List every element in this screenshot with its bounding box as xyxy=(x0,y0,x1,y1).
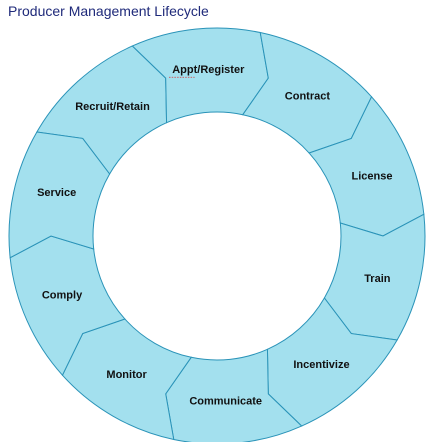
stage-label: Service xyxy=(37,187,76,199)
stage-label: Train xyxy=(364,273,391,285)
stage-incentivize: Incentivize xyxy=(266,297,398,427)
stage-label: License xyxy=(351,170,392,182)
stage-label: Incentivize xyxy=(293,359,349,371)
stage-comply: Comply xyxy=(9,235,126,377)
stage-label: Comply xyxy=(42,289,83,301)
stage-monitor: Monitor xyxy=(61,318,193,441)
stage-contract: Contract xyxy=(241,31,373,154)
stage-appt-register: Appt/Register xyxy=(131,27,269,124)
stage-label: Appt/Register xyxy=(172,64,245,76)
stage-train: Train xyxy=(323,213,426,341)
stage-service: Service xyxy=(8,131,111,259)
stage-label: Contract xyxy=(285,91,331,103)
stage-label: Monitor xyxy=(106,369,147,381)
stage-segment xyxy=(8,131,111,259)
diagram-title: Producer Management Lifecycle xyxy=(8,3,209,19)
stage-label: Recruit/Retain xyxy=(75,101,150,113)
stage-label: Communicate xyxy=(189,396,262,408)
stage-communicate: Communicate xyxy=(165,348,303,442)
